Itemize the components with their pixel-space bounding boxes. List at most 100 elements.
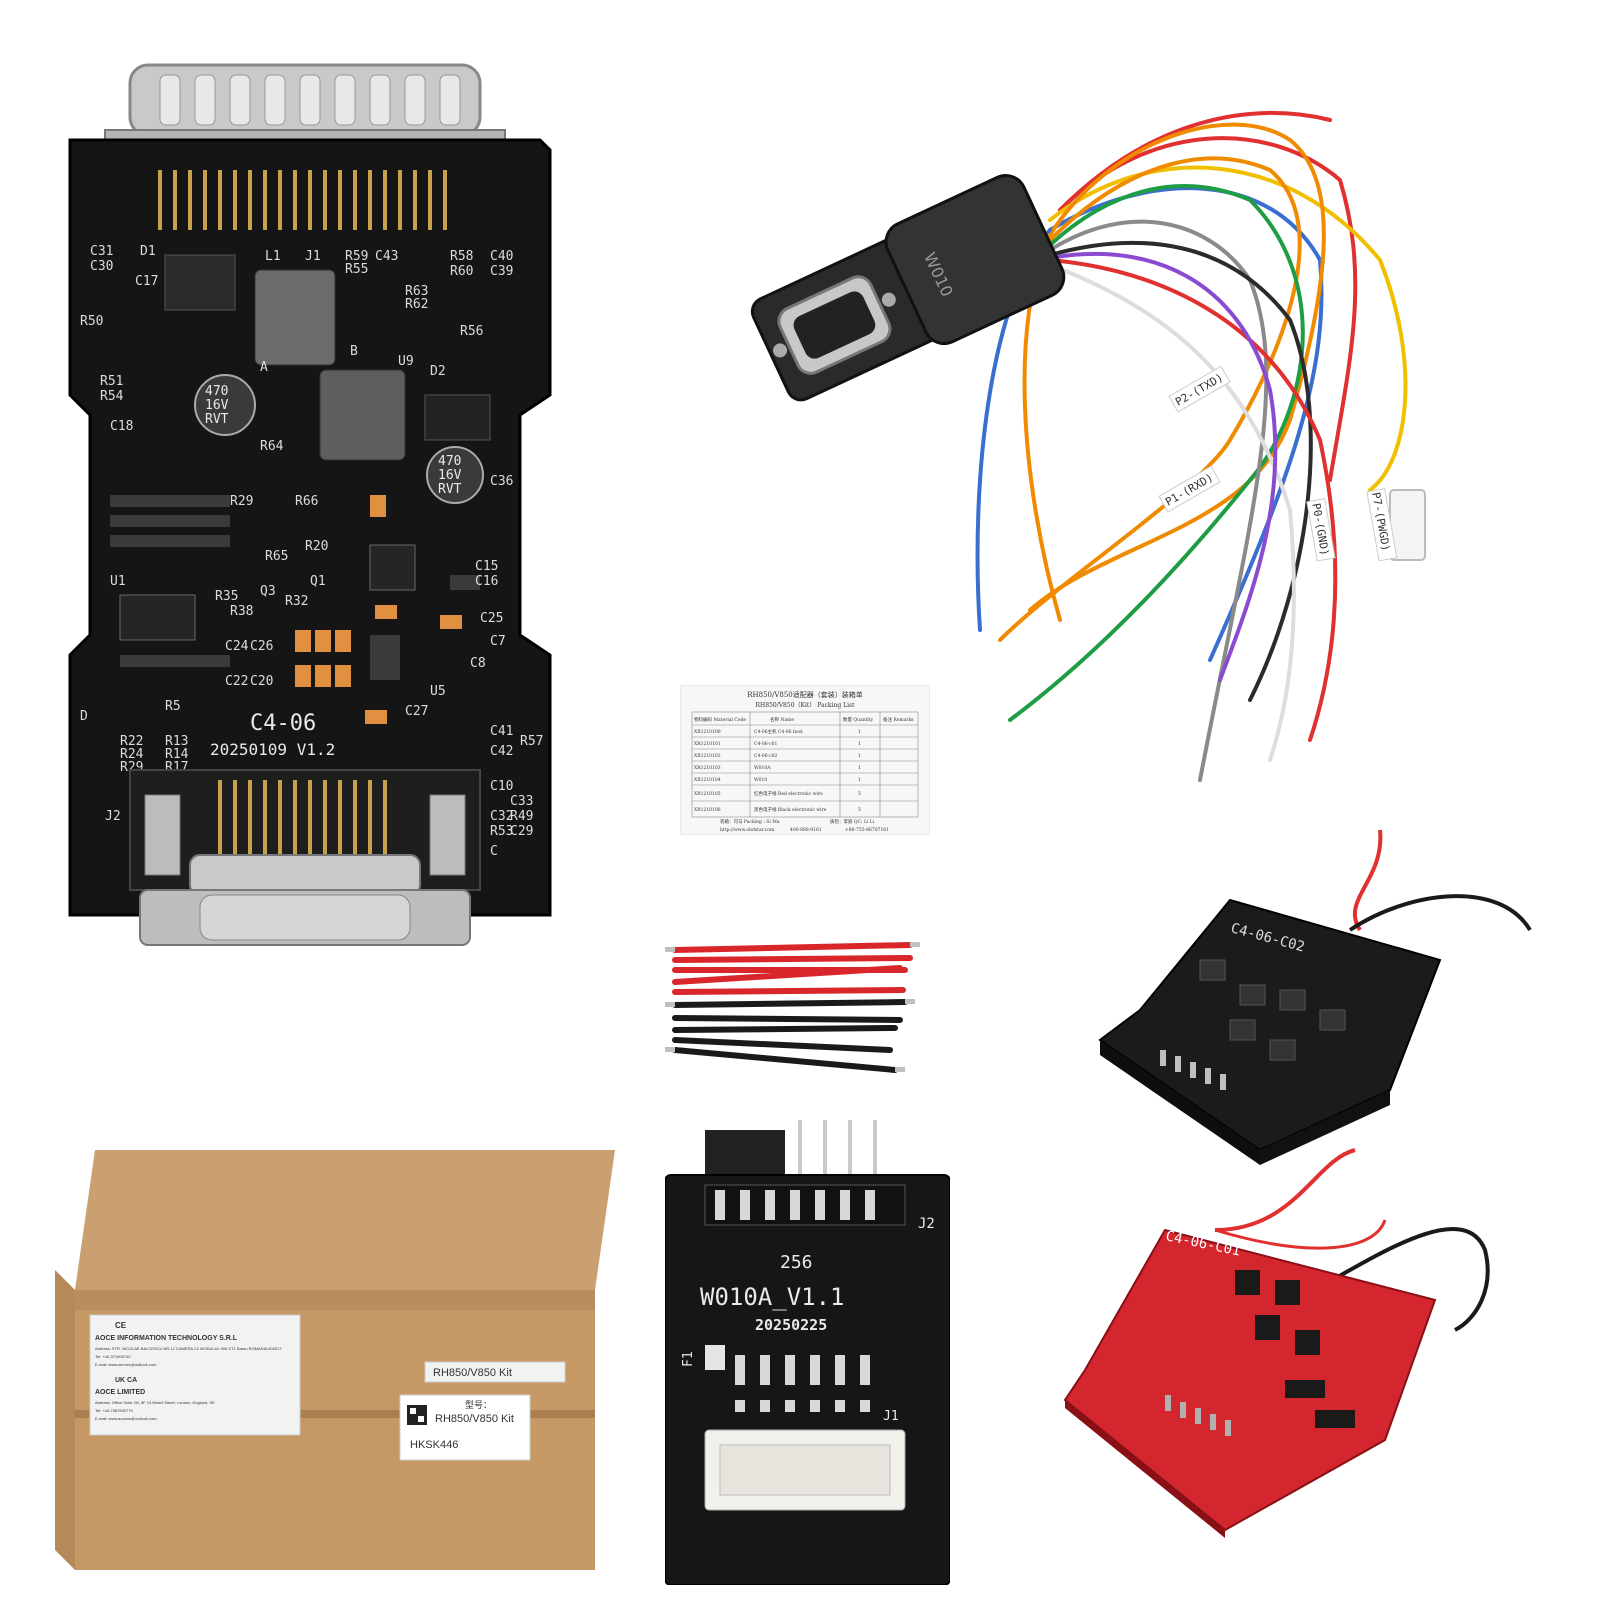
packing-row-name: C4-06-c02: [754, 753, 777, 759]
box-company1-mail: E-mail: www.service@outlook.com: [95, 1362, 157, 1367]
box-sticker-model: RH850/V850 Kit: [435, 1413, 514, 1425]
packing-list-subtitle: RH850/V850（Kit） Packing List: [756, 702, 856, 709]
red-board-illustration: C4-06-C01: [1063, 1148, 1490, 1538]
packing-footer-qc: 质检：李丽 QC: Li Li: [830, 818, 875, 825]
silk-j1: J1: [305, 249, 321, 264]
silk-c10: C10: [490, 779, 513, 794]
product-box: CE AOCE INFORMATION TECHNOLOGY S.R.L Add…: [55, 1150, 615, 1585]
w010-cable: W010 P2-(TXD) P1-(RXD) P0-(GND) P7-(PWGD…: [730, 60, 1490, 800]
packing-row-qty: 5: [858, 807, 861, 813]
board-date: 20250109 V1.2: [210, 740, 335, 759]
wires-illustration: [665, 942, 920, 1073]
packing-row-qty: 1: [858, 753, 861, 759]
silk-l1: L1: [265, 249, 281, 264]
box-side-label: RH850/V850 Kit: [433, 1367, 512, 1379]
cap2-line2: 16V: [438, 468, 462, 483]
packing-list-sheet: RH850/V850适配器（套装）装箱单 RH850/V850（Kit） Pac…: [679, 684, 931, 836]
silk-c8: C8: [470, 656, 486, 671]
box-company1-addr: Address: STR. NICOLAE BALCESCU NR.12 CAM…: [95, 1346, 282, 1351]
packing-col-remarks: 备注 Remarks: [883, 716, 914, 723]
silk-r57: R57: [520, 734, 543, 749]
silk-q3: Q3: [260, 584, 276, 599]
silk-c39: C39: [490, 264, 513, 279]
packing-footer-url: http://www.obdstar.com: [720, 827, 775, 833]
adapter-label-j2: J2: [918, 1216, 935, 1232]
silk-c27: C27: [405, 704, 428, 719]
silk-r20: R20: [305, 539, 328, 554]
silk-r51: R51: [100, 374, 123, 389]
cap2-line1: 470: [438, 454, 461, 469]
cap1-line3: RVT: [205, 412, 229, 427]
box-ce-mark: CE: [115, 1321, 127, 1330]
silk-r22: R22: [120, 734, 143, 749]
box-sticker-sku: HKSK446: [410, 1439, 458, 1451]
c4-06-host-illustration: C31 D1 L1 J1 R59 C43 R58 C40 C30 C17 R55…: [68, 63, 552, 946]
silk-r54: R54: [100, 389, 124, 404]
silk-a: A: [260, 360, 268, 375]
c4-06-c01-board: C4-06-C01: [1055, 1140, 1535, 1540]
silk-r29: R29: [230, 494, 253, 509]
packing-row-qty: 1: [858, 777, 861, 783]
silk-u9: U9: [398, 354, 414, 369]
silk-c17: C17: [135, 274, 158, 289]
packing-row-code: XR1210102: [694, 753, 721, 759]
packing-row-code: XR1210103: [694, 765, 721, 771]
silk-u5: U5: [430, 684, 446, 699]
silk-c25: C25: [480, 611, 503, 626]
packing-row-code: XR1210101: [694, 741, 721, 747]
silk-r63: R63: [405, 284, 428, 299]
packing-col-qty: 数量 Quantity: [843, 716, 874, 723]
w010a-adapter: J2 256 W010A_V1.1 20250225 F1 J1: [664, 1120, 951, 1586]
packing-row-name: W010A: [754, 765, 771, 771]
silk-c36: C36: [490, 474, 513, 489]
packing-footer-packing: 装箱：司马 Packing : Si Ma: [720, 818, 780, 825]
silk-c41: C41: [490, 724, 513, 739]
packing-row-qty: 1: [858, 741, 861, 747]
silk-r56: R56: [460, 324, 483, 339]
box-company2-mail: E-mail: www.aoceus@outlook.com: [95, 1416, 157, 1421]
adapter-label-j1: J1: [883, 1409, 899, 1424]
silk-c42: C42: [490, 744, 513, 759]
silk-r50: R50: [80, 314, 103, 329]
adapter-name: W010A_V1.1: [700, 1283, 845, 1311]
box-sticker-model-label: 型号：: [465, 1400, 492, 1410]
packing-row-code: XR1210106: [694, 807, 721, 813]
packing-col-code: 物料编码 Material Code: [694, 716, 746, 723]
silk-r55: R55: [345, 262, 368, 277]
silk-c22: C22: [225, 674, 248, 689]
silk-r60: R60: [450, 264, 473, 279]
packing-row-qty: 1: [858, 729, 861, 735]
silk-r64: R64: [260, 439, 284, 454]
w010a-adapter-illustration: J2 256 W010A_V1.1 20250225 F1 J1: [664, 1120, 951, 1586]
packing-footer-phone-intl: +86-755-86707161: [845, 827, 889, 833]
silk-r66: R66: [295, 494, 318, 509]
adapter-label-f1: F1: [681, 1351, 696, 1367]
silk-j2: J2: [105, 809, 121, 824]
silk-r13: R13: [165, 734, 188, 749]
packing-footer-phone: 400-888-9161: [790, 827, 822, 833]
silk-r49: R49: [510, 809, 533, 824]
silk-r65: R65: [265, 549, 288, 564]
packing-row-qty: 1: [858, 765, 861, 771]
packing-list-title: RH850/V850适配器（套装）装箱单: [747, 690, 863, 699]
silk-c7: C7: [490, 634, 506, 649]
box-ukca-mark: UK CA: [115, 1377, 137, 1384]
silk-b: B: [350, 344, 358, 359]
c4-06-c02-board: C4-06-C02: [1080, 820, 1550, 1170]
silk-c20: C20: [250, 674, 273, 689]
silk-d: D: [80, 709, 88, 724]
box-company2-tel: Tel: +44-7387600779: [95, 1408, 133, 1413]
box-company1: AOCE INFORMATION TECHNOLOGY S.R.L: [95, 1335, 238, 1342]
silk-c30: C30: [90, 259, 113, 274]
electronic-wires-bundle: [665, 930, 925, 1080]
silk-r14: R14: [165, 747, 189, 762]
silk-c: C: [490, 844, 498, 859]
cap1-line1: 470: [205, 384, 228, 399]
silk-c43: C43: [375, 249, 398, 264]
box-company1-tel: Tel: +40-371900740: [95, 1354, 131, 1359]
silk-c29: C29: [510, 824, 533, 839]
packing-row-name: C4-06主机 C4-06 host: [754, 728, 803, 735]
adapter-header-code: 256: [780, 1252, 813, 1273]
adapter-date: 20250225: [755, 1316, 827, 1334]
c4-06-host-module: C31 D1 L1 J1 R59 C43 R58 C40 C30 C17 R55…: [50, 55, 560, 955]
